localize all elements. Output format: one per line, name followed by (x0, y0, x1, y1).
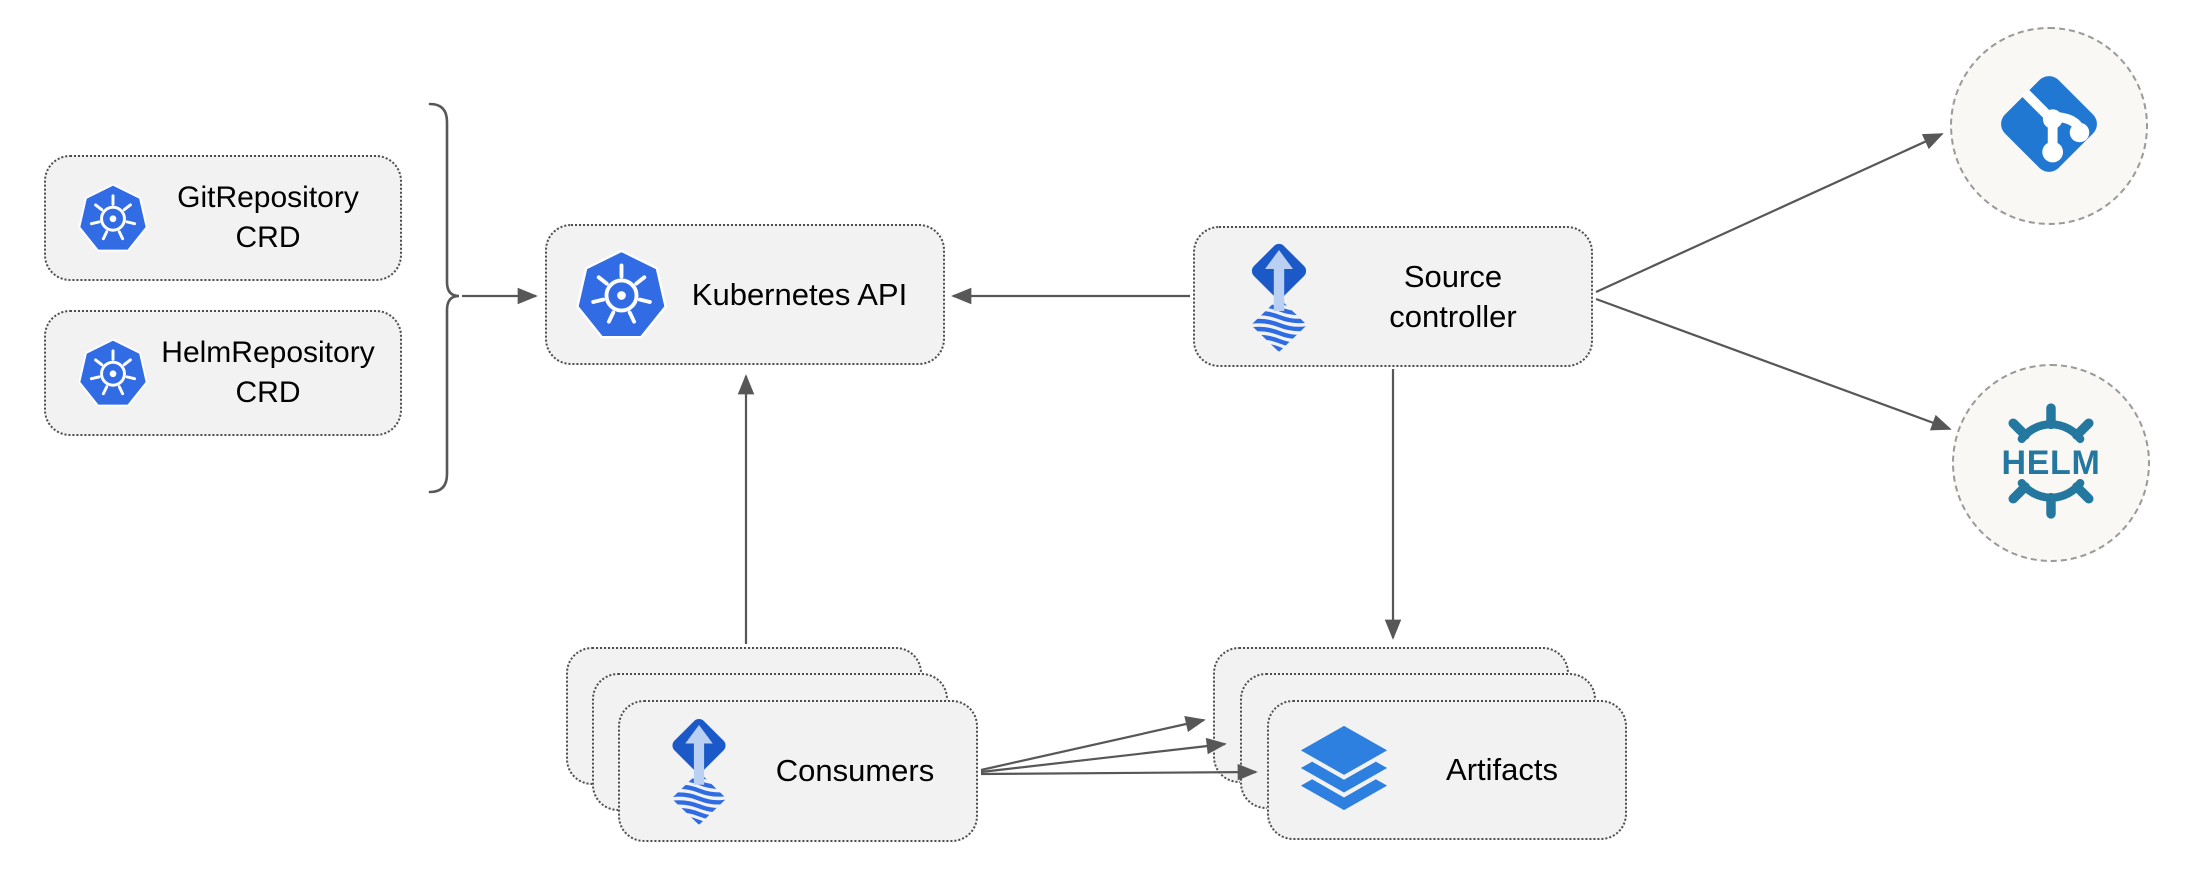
node-helm-repository-crd: HelmRepository CRD (44, 310, 402, 436)
node-label-line: CRD (235, 221, 301, 254)
helm-icon-text: HELM (2002, 444, 2101, 482)
node-label: Source controller (1329, 257, 1591, 337)
edge-source-controller-to-git (1595, 132, 1944, 294)
node-label-line: HelmRepository (161, 336, 375, 369)
edge-source-controller-to-helm (1595, 297, 1952, 431)
node-label-line: GitRepository (177, 181, 359, 214)
crd-group-brace (428, 102, 460, 494)
kubernetes-icon (76, 336, 150, 410)
node-label-line: Source (1403, 258, 1503, 294)
node-label: Kubernetes API (691, 276, 908, 312)
node-git-repository-crd: GitRepository CRD (44, 155, 402, 281)
node-git-repository (1950, 27, 2148, 225)
node-label: Consumers (775, 753, 935, 788)
node-label: HelmRepository CRD (150, 333, 400, 413)
source-controller-icon (650, 716, 748, 826)
node-kubernetes-api: Kubernetes API (545, 224, 945, 365)
node-source-controller: Source controller (1193, 226, 1593, 367)
kubernetes-icon (76, 181, 150, 255)
node-helm-registry: HELM (1952, 364, 2150, 562)
source-controller-icon (1229, 241, 1329, 353)
node-consumers: Consumers (618, 700, 978, 842)
layers-icon (1295, 721, 1393, 819)
node-label-line: controller (1389, 298, 1517, 334)
git-icon (1988, 63, 2110, 190)
node-label: GitRepository CRD (150, 178, 400, 258)
edge-consumers-to-artifacts-2 (980, 737, 1227, 774)
edge-consumers-to-artifacts-1 (980, 715, 1206, 772)
kubernetes-icon (573, 246, 670, 343)
edge-consumers-to-artifacts-3 (980, 763, 1258, 781)
helm-icon: HELM (1988, 398, 2114, 529)
node-label: Artifacts (1446, 752, 1558, 787)
node-label-line: CRD (235, 376, 301, 409)
node-artifacts: Artifacts (1267, 700, 1627, 840)
